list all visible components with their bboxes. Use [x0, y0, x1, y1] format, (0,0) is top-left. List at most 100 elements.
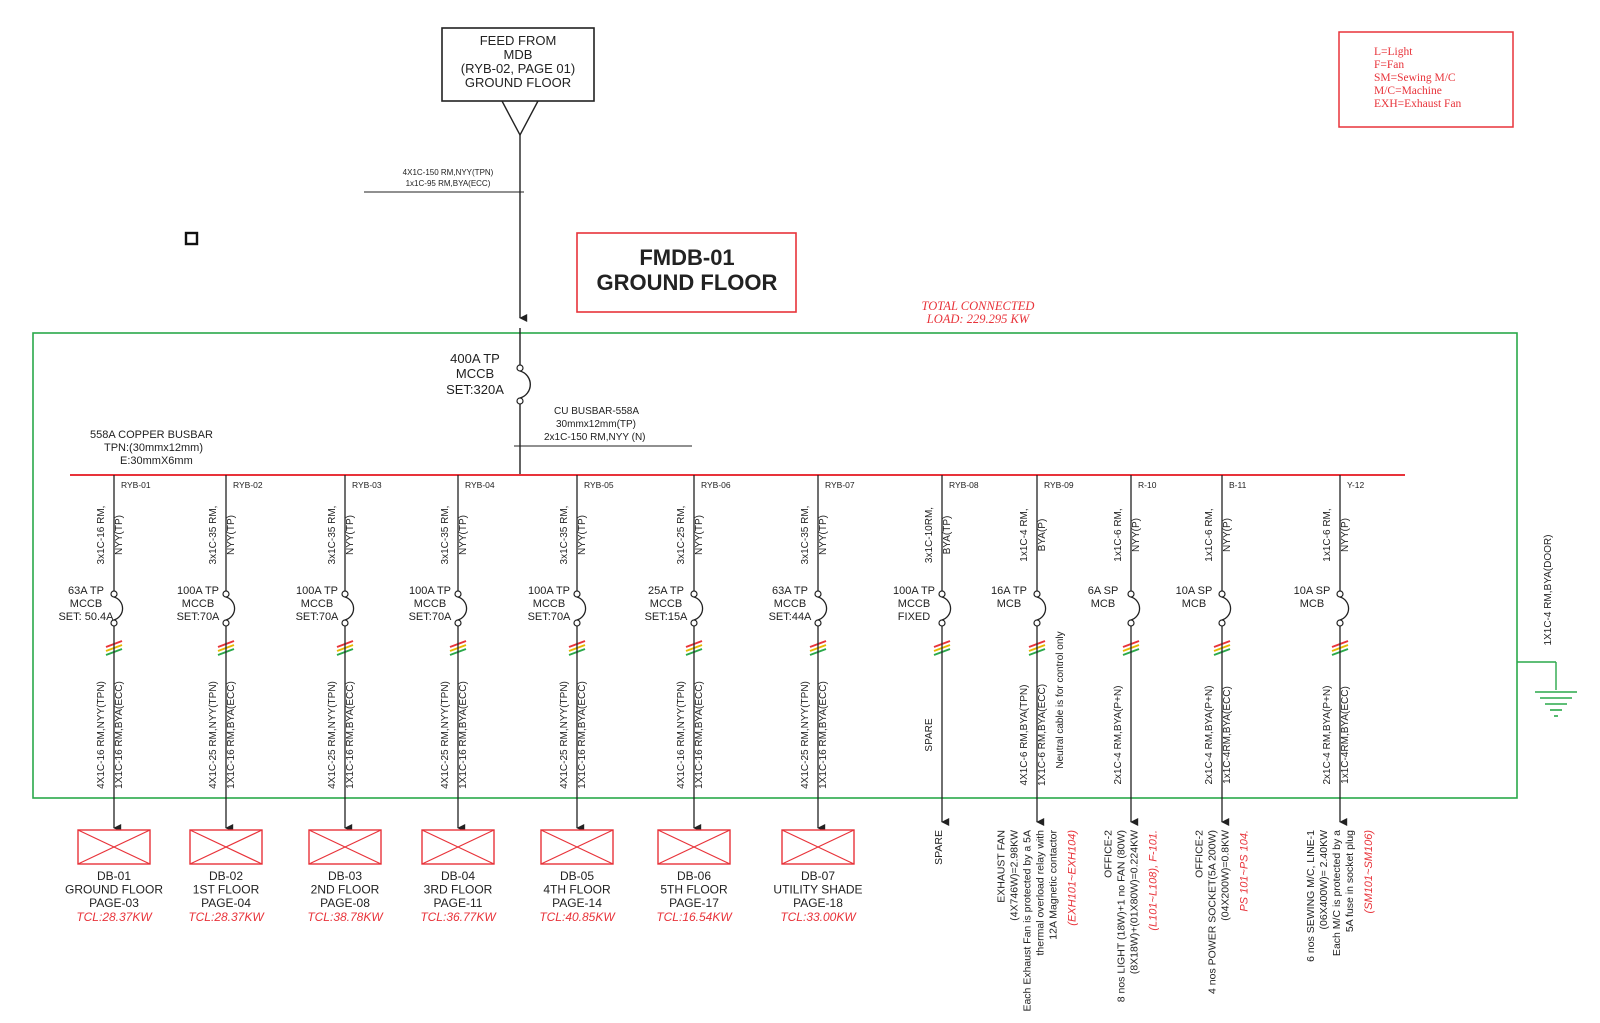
breaker-label: 100A TP	[893, 585, 935, 597]
db-label: PAGE-11	[434, 896, 483, 910]
breaker-label: MCCB	[182, 598, 214, 610]
out-cable-label: 1x1C-4RM,BYA(ECC)	[1222, 686, 1233, 784]
breaker-contact	[814, 590, 822, 598]
in-cable-label: NYY(TP)	[694, 515, 705, 555]
in-cable-label: BYA(P)	[1037, 519, 1048, 552]
legend-item: F=Fan	[1374, 59, 1404, 71]
breaker-contact	[814, 619, 822, 627]
db-label: PAGE-08	[320, 896, 370, 910]
breaker-contact	[1336, 619, 1344, 627]
db-tcl: TCL:36.77KW	[420, 910, 497, 924]
title-box: FMDB-01 GROUND FLOOR	[576, 232, 797, 313]
load-label: 8 nos LIGHT (18W)+1 no FAN (80W)	[1116, 830, 1128, 1002]
main-breaker-contact	[516, 397, 524, 405]
earth-symbol	[1535, 691, 1577, 717]
out-cable-label: 2x1C-4 RM,BYA(P+N)	[1204, 685, 1215, 784]
circuit-tag: RYB-05	[584, 480, 614, 490]
breaker-arc	[1221, 596, 1232, 621]
breaker-label: MCCB	[898, 598, 930, 610]
feed-cable-label: 4X1C-150 RM,NYY(TPN)	[403, 168, 494, 177]
main-breaker-label: MCCB	[456, 366, 494, 381]
legend-item: EXH=Exhaust Fan	[1374, 98, 1462, 110]
panel-border	[32, 332, 1518, 799]
breaker-contact	[690, 590, 698, 598]
breaker-contact	[573, 590, 581, 598]
breaker-arc	[1036, 596, 1047, 621]
load-label: Each M/C is protected by a	[1331, 830, 1343, 956]
db-label: DB-06	[677, 869, 711, 883]
in-cable-label: 3x1C-35 RM,	[327, 506, 338, 565]
marker-square	[184, 231, 199, 246]
breaker-label: 16A TP	[991, 585, 1027, 597]
out-cable-label: 4X1C-25 RM,NYY(TPN)	[327, 681, 338, 789]
out-cable-label: Neutral cable is for control only	[1055, 631, 1066, 768]
breaker-arc	[693, 596, 704, 621]
db-tcl: TCL:40.85KW	[539, 910, 616, 924]
db-label: UTILITY SHADE	[773, 883, 862, 897]
breaker-label: MCB	[997, 598, 1021, 610]
page-subtitle: GROUND FLOOR	[597, 270, 778, 295]
circuit-tag: RYB-09	[1044, 480, 1074, 490]
db-label: 4TH FLOOR	[543, 883, 611, 897]
breaker-label: 100A TP	[177, 585, 219, 597]
in-cable-label: NYY(TP)	[345, 515, 356, 555]
load-label: SPARE	[933, 830, 945, 865]
breaker-arc	[344, 596, 355, 621]
db-label: DB-02	[209, 869, 243, 883]
circuit-tag: RYB-08	[949, 480, 979, 490]
breaker-label: 100A TP	[528, 585, 570, 597]
in-cable-label: 3x1C-35 RM,	[208, 506, 219, 565]
load-ref: (L101~L108), F-101.	[1148, 830, 1160, 931]
breaker-label: MCCB	[414, 598, 446, 610]
circuit-tag: B-11	[1229, 480, 1247, 490]
db-box-cross	[77, 829, 151, 865]
breaker-label: MCCB	[301, 598, 333, 610]
db-label: PAGE-14	[552, 896, 602, 910]
load-label: OFFICE-2	[1103, 830, 1115, 878]
db-box-cross	[657, 829, 731, 865]
load-label: 4 nos POWER SOCKET(5A 200W)	[1207, 830, 1219, 994]
breaker-contact	[938, 619, 946, 627]
db-tcl: TCL:16.54KW	[656, 910, 733, 924]
load-label: 5A fuse in socket plug	[1344, 830, 1356, 932]
in-cable-label: NYY(TP)	[577, 515, 588, 555]
total-load-value: LOAD: 229.295 KW	[926, 312, 1031, 326]
breaker-arc	[1339, 596, 1350, 621]
out-cable-label: 1X1C-16 RM,BYA(ECC)	[114, 681, 125, 789]
out-cable-label: 4X1C-25 RM,NYY(TPN)	[208, 681, 219, 789]
db-label: DB-03	[328, 869, 362, 883]
db-box-cross	[540, 829, 614, 865]
load-label: (04X200W)=0.8KW	[1220, 830, 1232, 921]
db-tcl: TCL:28.37KW	[188, 910, 265, 924]
feed-funnel	[501, 100, 539, 137]
in-cable-label: NYY(P)	[1131, 518, 1142, 552]
breaker-label: FIXED	[898, 611, 930, 623]
db-tcl: TCL:33.00KW	[780, 910, 857, 924]
feed-box: FEED FROM MDB (RYB-02, PAGE 01) GROUND F…	[441, 27, 595, 102]
in-cable-label: BYA(TP)	[942, 516, 953, 555]
in-cable-label: 3x1C-16 RM,	[96, 506, 107, 565]
main-breaker-arc	[519, 370, 531, 399]
circuit-tag: RYB-07	[825, 480, 855, 490]
out-cable-label: 1X1C-16 RM,BYA(ECC)	[345, 681, 356, 789]
in-cable-label: 3x1C-25 RM,	[676, 506, 687, 565]
main-breaker-label: 400A TP	[450, 351, 500, 366]
load-ref: (SM101~SM106)	[1363, 830, 1375, 914]
db-label: DB-07	[801, 869, 835, 883]
in-cable-label: 3x1C-35 RM,	[800, 506, 811, 565]
page-title: FMDB-01	[639, 245, 734, 270]
feed-line: MDB	[504, 47, 533, 62]
in-cable-label: 3x1C-10RM,	[924, 507, 935, 563]
breaker-contact	[222, 619, 230, 627]
db-box-cross	[308, 829, 382, 865]
out-cable-label: 4X1C-25 RM,NYY(TPN)	[440, 681, 451, 789]
main-breaker-label: SET:320A	[446, 382, 504, 397]
breaker-contact	[454, 619, 462, 627]
db-label: 5TH FLOOR	[660, 883, 728, 897]
load-label: 6 nos SEWING M/C, LINE-1	[1305, 830, 1317, 962]
load-label: (8X18W)+(01X80W)=0.224KW	[1129, 830, 1141, 974]
load-label: (4X746W)=2.98KW	[1009, 830, 1021, 921]
feed-line: (RYB-02, PAGE 01)	[461, 61, 575, 76]
